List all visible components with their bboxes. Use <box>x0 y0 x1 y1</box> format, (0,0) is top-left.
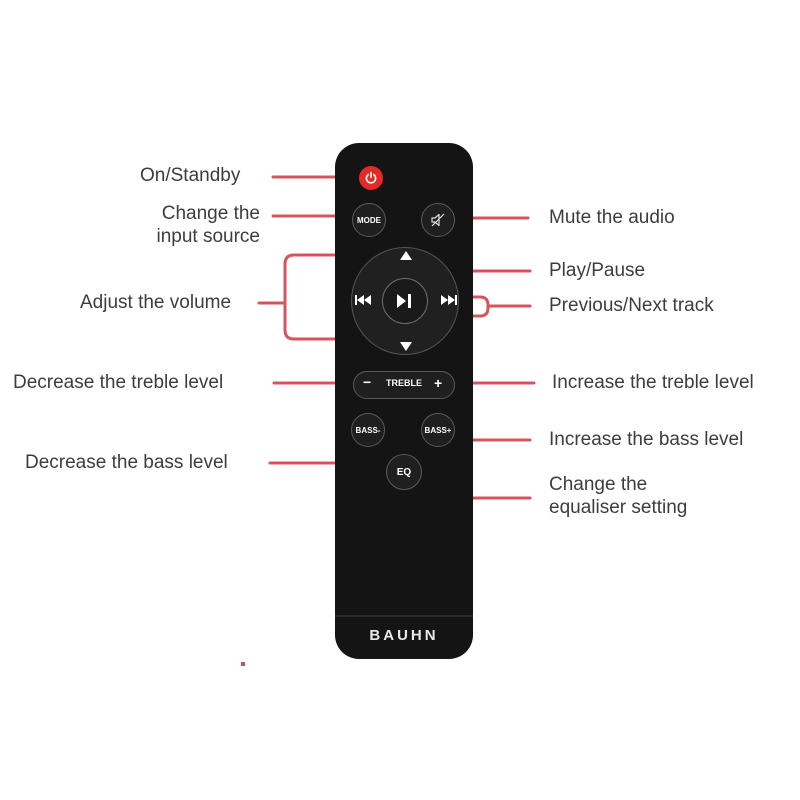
previous-track-button[interactable] <box>354 293 372 307</box>
brand-logo: BAUHN <box>369 627 439 644</box>
treble-plus-button[interactable]: + <box>434 375 443 391</box>
label-equaliser-line2: equaliser setting <box>549 497 688 518</box>
mode-button[interactable]: MODE <box>352 203 386 237</box>
remote-control: MODE <box>335 143 473 659</box>
label-volume: Adjust the volume <box>80 292 232 313</box>
mute-button[interactable] <box>421 203 455 237</box>
treble-minus-button[interactable]: − <box>363 374 372 390</box>
skip-forward-icon <box>441 295 457 305</box>
power-button[interactable] <box>359 166 383 190</box>
label-treble-increase: Increase the treble level <box>552 372 754 393</box>
label-on-standby: On/Standby <box>140 165 241 186</box>
label-treble-decrease: Decrease the treble level <box>13 372 224 393</box>
play-pause-icon <box>397 294 411 308</box>
eq-button[interactable]: EQ <box>386 454 422 490</box>
remote-footer: BAUHN <box>335 615 473 661</box>
treble-rocker: − TREBLE + <box>353 371 455 399</box>
mute-icon <box>431 213 445 227</box>
label-bass-increase: Increase the bass level <box>549 429 744 450</box>
label-bass-decrease: Decrease the bass level <box>25 452 228 473</box>
volume-up-button[interactable] <box>397 248 415 262</box>
volume-down-button[interactable] <box>397 339 415 353</box>
leader-volume <box>283 253 406 341</box>
navigation-ring <box>351 247 459 355</box>
label-equaliser-line1: Change the <box>549 474 648 495</box>
bass-minus-button[interactable]: BASS- <box>351 413 385 447</box>
label-prev-next: Previous/Next track <box>549 295 714 316</box>
triangle-up-icon <box>400 250 412 260</box>
triangle-down-icon <box>400 341 412 351</box>
power-icon <box>365 171 377 184</box>
label-play-pause: Play/Pause <box>549 260 646 281</box>
next-track-button[interactable] <box>440 293 458 307</box>
stray-mark <box>241 662 245 666</box>
bass-plus-button[interactable]: BASS+ <box>421 413 455 447</box>
play-pause-button[interactable] <box>382 278 428 324</box>
treble-label: TREBLE <box>386 378 422 388</box>
label-input-source-line2: input source <box>156 226 260 247</box>
skip-back-icon <box>355 295 371 305</box>
label-input-source-line1: Change the <box>161 203 260 224</box>
label-mute: Mute the audio <box>549 207 675 228</box>
